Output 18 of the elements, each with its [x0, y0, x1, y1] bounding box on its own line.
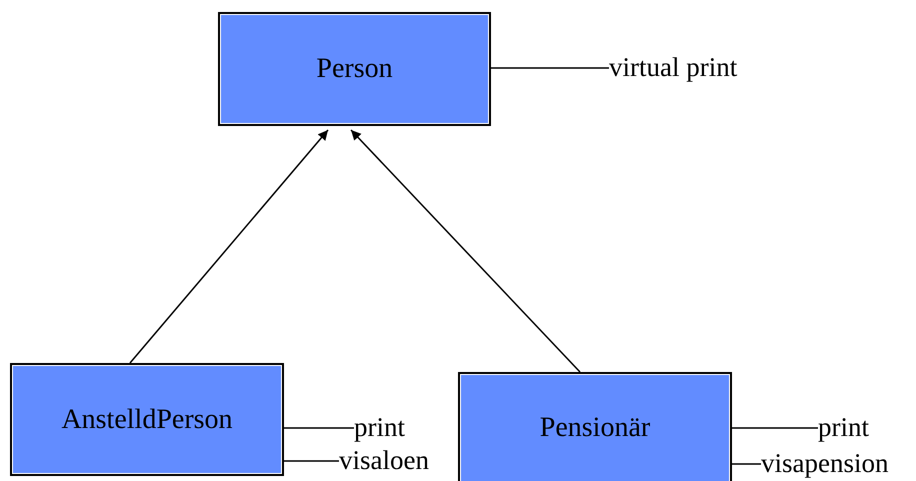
method-name: virtual print — [609, 53, 738, 81]
method-name: print — [354, 413, 405, 441]
class-name: Person — [316, 53, 393, 85]
inheritance-arrow — [350, 129, 581, 373]
class-box — [218, 12, 491, 126]
method-name: print — [818, 413, 869, 441]
connector-line — [732, 427, 818, 429]
connector-line — [491, 67, 609, 69]
method-name: visaloen — [339, 446, 429, 474]
connector-line — [284, 427, 354, 429]
inheritance-arrow — [129, 130, 329, 364]
class-box — [458, 372, 732, 481]
class-name: Pensionär — [540, 412, 650, 444]
connector-line — [284, 460, 339, 462]
class-name: AnstelldPerson — [61, 404, 233, 436]
connector-line — [732, 463, 761, 465]
class-box — [10, 363, 284, 476]
method-name: visapension — [761, 449, 888, 477]
